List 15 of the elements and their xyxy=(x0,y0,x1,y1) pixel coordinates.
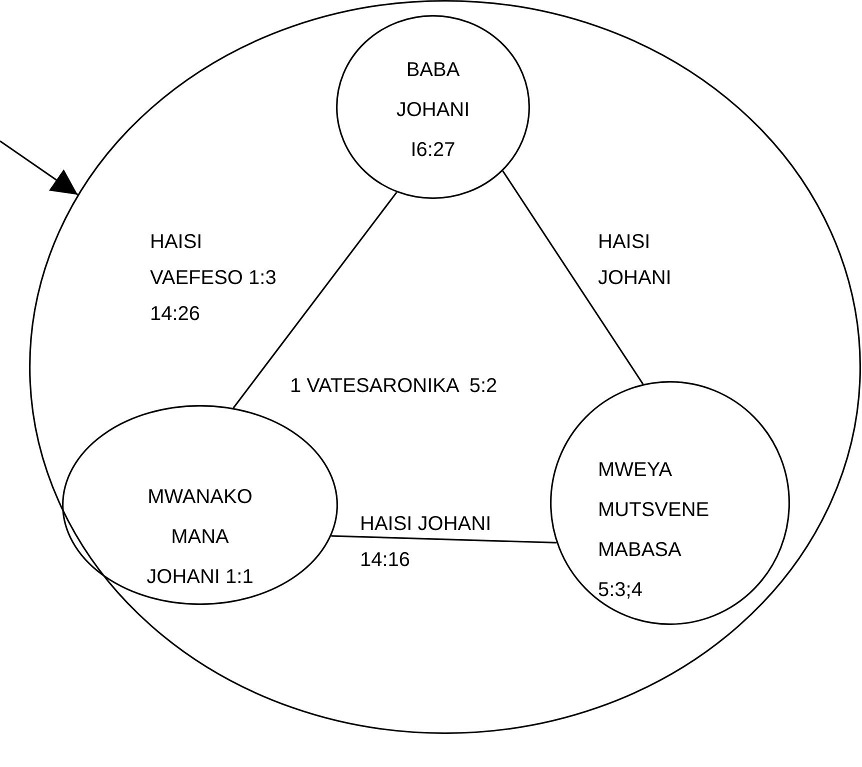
connector-line xyxy=(331,535,557,544)
connector-line xyxy=(502,170,644,385)
arrow xyxy=(0,140,78,196)
ellipse-node xyxy=(550,381,790,625)
connector-line xyxy=(232,192,398,408)
node-label: BABA JOHANI I6:27 xyxy=(395,58,471,163)
edge-label: HAISI JOHANI 14:16 xyxy=(360,512,492,573)
verse-label: 1 VATESARONIKA 5:2 xyxy=(290,374,498,399)
node-label: MWEYA MUTSVENE MABASA 5:3;4 xyxy=(598,458,710,603)
ellipse-node xyxy=(29,0,861,734)
ellipse-node xyxy=(62,405,338,605)
edge-label: HAISI JOHANI xyxy=(598,230,672,291)
edge-label: HAISI VAEFESO 1:3 14:26 xyxy=(150,230,278,327)
node-label: MWANAKO MANA JOHANI 1:1 xyxy=(146,485,254,590)
ellipse-node xyxy=(336,15,530,199)
